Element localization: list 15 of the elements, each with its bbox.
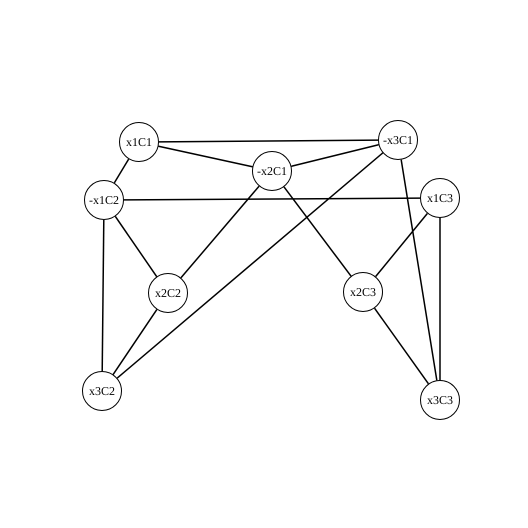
connector-line [374,308,429,384]
connector-line [180,186,260,278]
connector-line [283,186,352,276]
connector-line [114,158,130,184]
connector-line [158,146,253,168]
connector-line [114,216,158,277]
connector-line [124,197,420,201]
connector-line [291,144,379,167]
connector-line [101,220,105,371]
connector-line [116,152,384,379]
connector-line [439,218,441,380]
connector-line [112,309,158,375]
connector-line [159,139,378,143]
connector-line [375,213,428,277]
connector-line [400,160,438,380]
